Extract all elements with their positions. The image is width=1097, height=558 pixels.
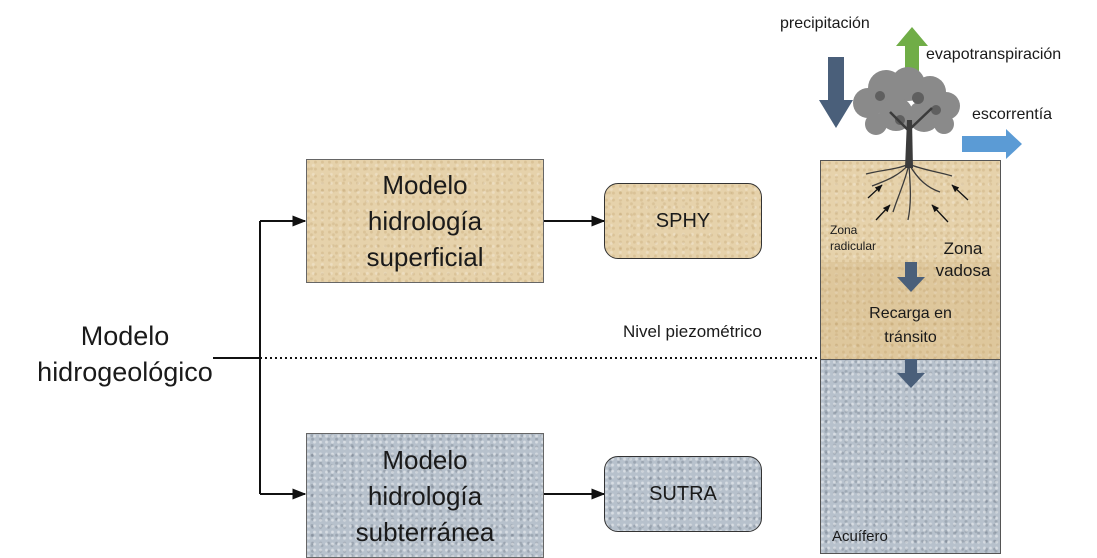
runoff-label: escorrentía <box>972 106 1053 123</box>
main-model-label: Modelo hidrogeológico <box>30 318 220 390</box>
infiltration-arrow-4 <box>951 184 969 201</box>
subsurface-model-line3: subterránea <box>355 516 495 547</box>
subsurface-model-box: Modelo hidrología subterránea <box>306 433 544 558</box>
aquifer-column <box>820 360 1001 554</box>
infiltration-arrow-2 <box>875 204 891 221</box>
surface-model-line3: superficial <box>366 242 484 272</box>
surface-model-box: Modelo hidrología superficial <box>306 159 544 283</box>
recharge-arrow-upper <box>897 262 925 292</box>
vadose-zone-label: Zona vadosa <box>928 238 998 282</box>
runoff-arrow <box>962 129 1022 159</box>
tree-trunk <box>905 120 913 168</box>
vadose-zone-line2: vadosa <box>935 261 991 280</box>
surface-model-line2: hidrología <box>367 206 483 236</box>
evapotranspiration-label: evapotranspiración <box>926 46 1062 63</box>
sutra-label: SUTRA <box>649 482 717 505</box>
aquifer-label: Acuífero <box>832 528 888 545</box>
main-model-line2: hidrogeológico <box>37 357 213 387</box>
root-zone-label: Zona radicular <box>830 222 876 254</box>
subsurface-model-line2: hidrología <box>367 480 483 511</box>
recharge-line2: tránsito <box>884 329 937 346</box>
subsurface-model-line1: Modelo <box>382 444 468 475</box>
recharge-arrow-lower <box>897 359 925 388</box>
recharge-line1: Recarga en <box>869 305 952 322</box>
evapotranspiration-arrow <box>896 27 928 84</box>
piezometric-level-label: Nivel piezométrico <box>623 322 762 341</box>
root-zone-line2: radicular <box>830 239 877 253</box>
root-zone-line1: Zona <box>830 223 858 237</box>
sutra-box: SUTRA <box>604 456 762 532</box>
recharge-label: Recarga en tránsito <box>820 302 1001 350</box>
infiltration-arrow-3 <box>931 204 949 223</box>
precipitation-arrow <box>819 57 853 128</box>
sphy-label: SPHY <box>655 209 711 232</box>
sphy-box: SPHY <box>604 183 762 259</box>
main-model-line1: Modelo <box>80 321 170 351</box>
surface-model-line1: Modelo <box>382 170 468 200</box>
infiltration-arrow-1 <box>867 184 883 199</box>
precipitation-label: precipitación <box>780 15 870 32</box>
tree-canopy <box>853 67 960 135</box>
vadose-zone-line1: Zona <box>943 239 983 258</box>
